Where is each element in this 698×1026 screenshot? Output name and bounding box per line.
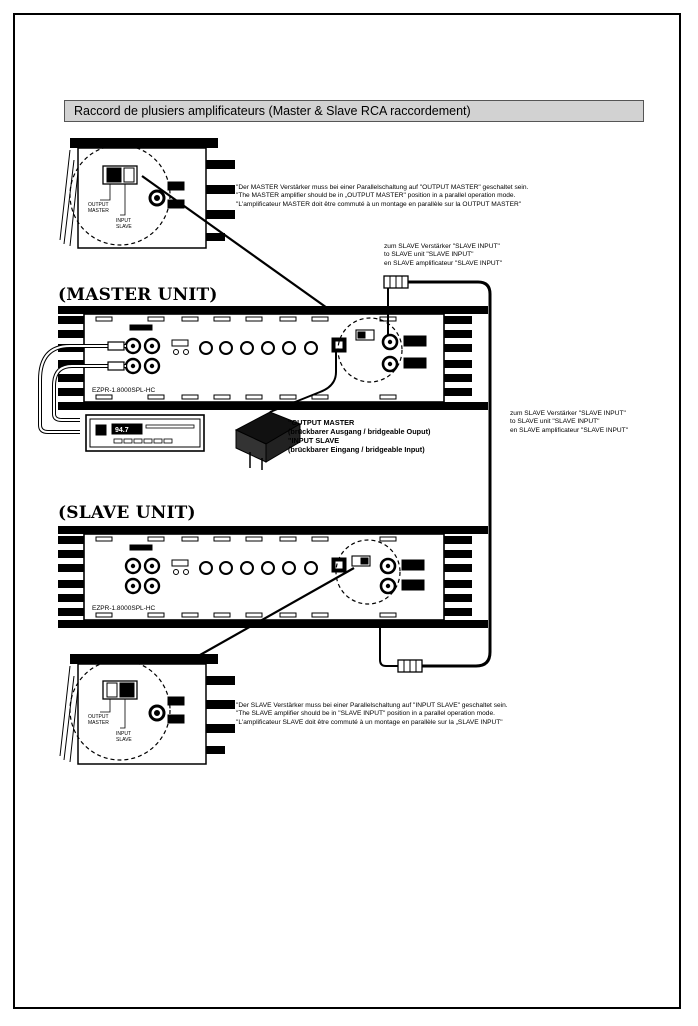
master-note-line: "Der MASTER Verstärker muss bei einer Pa… [236,184,529,191]
to-slave-note-line: en SLAVE amplificateur "SLAVE INPUT" [510,426,629,434]
master-detail-label-input: INPUT [116,218,131,224]
bridge-note-line: (brückbarer Eingang / bridgeable Input) [288,445,425,454]
master-switch-detail [59,138,235,249]
to-slave-note-right: zum SLAVE Verstärker "SLAVE INPUT" to SL… [510,410,628,435]
bridge-note-line: "OUTPUT MASTER [288,418,355,427]
slave-detail-label-output: OUTPUT [88,714,109,720]
slave-detail-label-master: MASTER [88,720,109,726]
slave-unit-heading: (SLAVE UNIT) [58,503,196,523]
master-amplifier [58,306,488,410]
slave-model-label: EZPR-1.8000SPL-HC [92,605,156,612]
to-slave-note-line: to SLAVE unit "SLAVE INPUT" [510,418,600,426]
slave-switch-detail [59,654,235,765]
slave-amplifier [58,526,488,628]
master-note: "Der MASTER Verstärker muss bei einer Pa… [236,184,528,209]
master-to-slave-cable [379,275,492,673]
head-unit-display: 94.7 [115,427,129,434]
slave-note-line: "L'amplificateur SLAVE doit être commuté… [236,718,503,726]
slave-note-line: "Der SLAVE Verstärker muss bei einer Par… [236,702,508,709]
bridge-note-line: (brückbarer Ausgang / bridgeable Ouput) [288,427,431,436]
bridge-note: "OUTPUT MASTER (brückbarer Ausgang / bri… [288,418,430,454]
master-unit-heading: (MASTER UNIT) [58,285,218,305]
to-slave-note-top: zum SLAVE Verstärker "SLAVE INPUT" to SL… [384,243,502,268]
slave-note: "Der SLAVE Verstärker muss bei einer Par… [236,702,508,727]
slave-detail-label-slave: SLAVE [116,737,132,743]
master-detail-label-slave: SLAVE [116,224,132,230]
slave-detail-label-input: INPUT [116,731,131,737]
to-slave-note-line: zum SLAVE Verstärker "SLAVE INPUT" [384,243,500,250]
to-slave-note-line: to SLAVE unit "SLAVE INPUT" [384,251,474,259]
section-title: Raccord de plusiers amplificateurs (Mast… [64,100,644,122]
master-detail-label-master: MASTER [88,208,109,214]
to-slave-note-line: en SLAVE amplificateur "SLAVE INPUT" [384,259,503,267]
bridge-adapter [234,411,302,470]
bridge-note-line: "INPUT SLAVE [288,436,340,445]
master-detail-label-output: OUTPUT [88,202,109,208]
slave-note-line: "The SLAVE amplifier should be in "SLAVE… [236,710,495,718]
rca-input-cables [38,341,126,434]
to-slave-note-line: zum SLAVE Verstärker "SLAVE INPUT" [510,410,626,417]
master-note-line: "L'amplificateur MASTER doit être commut… [236,200,522,208]
master-note-line: "The MASTER amplifier should be in „OUTP… [236,192,516,200]
master-model-label: EZPR-1.8000SPL-HC [92,387,156,394]
head-unit [85,414,205,452]
